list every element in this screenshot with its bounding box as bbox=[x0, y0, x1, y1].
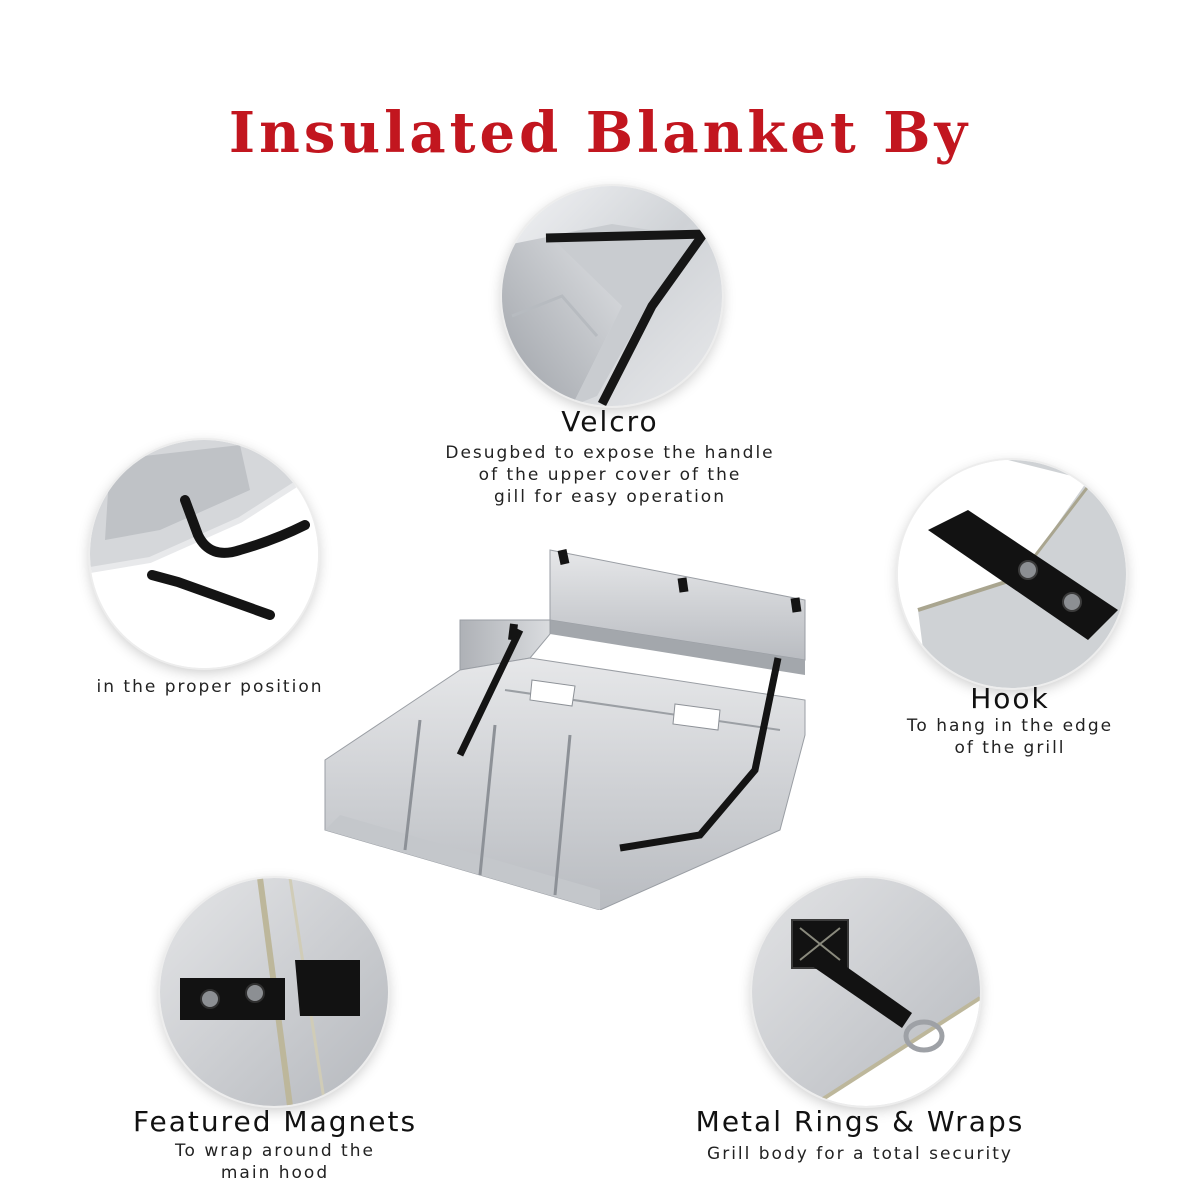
hook-title: Hook bbox=[970, 682, 1050, 715]
magnets-title: Featured Magnets bbox=[132, 1105, 418, 1138]
velcro-photo bbox=[502, 186, 722, 406]
magnets-photo bbox=[160, 878, 388, 1106]
rings-photo bbox=[752, 878, 980, 1106]
hook-detail-image bbox=[898, 460, 1126, 688]
page-title: Insulated Blanket By bbox=[228, 99, 972, 166]
velcro-description: Desugbed to expose the handle of the upp… bbox=[445, 443, 775, 507]
blanket-photo bbox=[324, 549, 806, 911]
velcro-title: Velcro bbox=[561, 405, 659, 438]
rings-description: Grill body for a total security bbox=[707, 1144, 1013, 1164]
strap-description: in the proper position bbox=[96, 677, 324, 697]
rings-title: Metal Rings & Wraps bbox=[695, 1105, 1025, 1138]
magnets-detail-image bbox=[160, 878, 388, 1106]
hook-description: To hang in the edge of the grill bbox=[906, 716, 1114, 758]
magnets-description: To wrap around the main hood bbox=[175, 1141, 375, 1183]
insulated-blanket-product-image bbox=[300, 530, 820, 911]
hook-photo bbox=[898, 460, 1126, 688]
strap-detail-image bbox=[90, 440, 318, 668]
velcro-detail-image bbox=[502, 186, 722, 406]
metal-rings-detail-image bbox=[752, 878, 980, 1106]
strap-photo bbox=[90, 440, 318, 668]
